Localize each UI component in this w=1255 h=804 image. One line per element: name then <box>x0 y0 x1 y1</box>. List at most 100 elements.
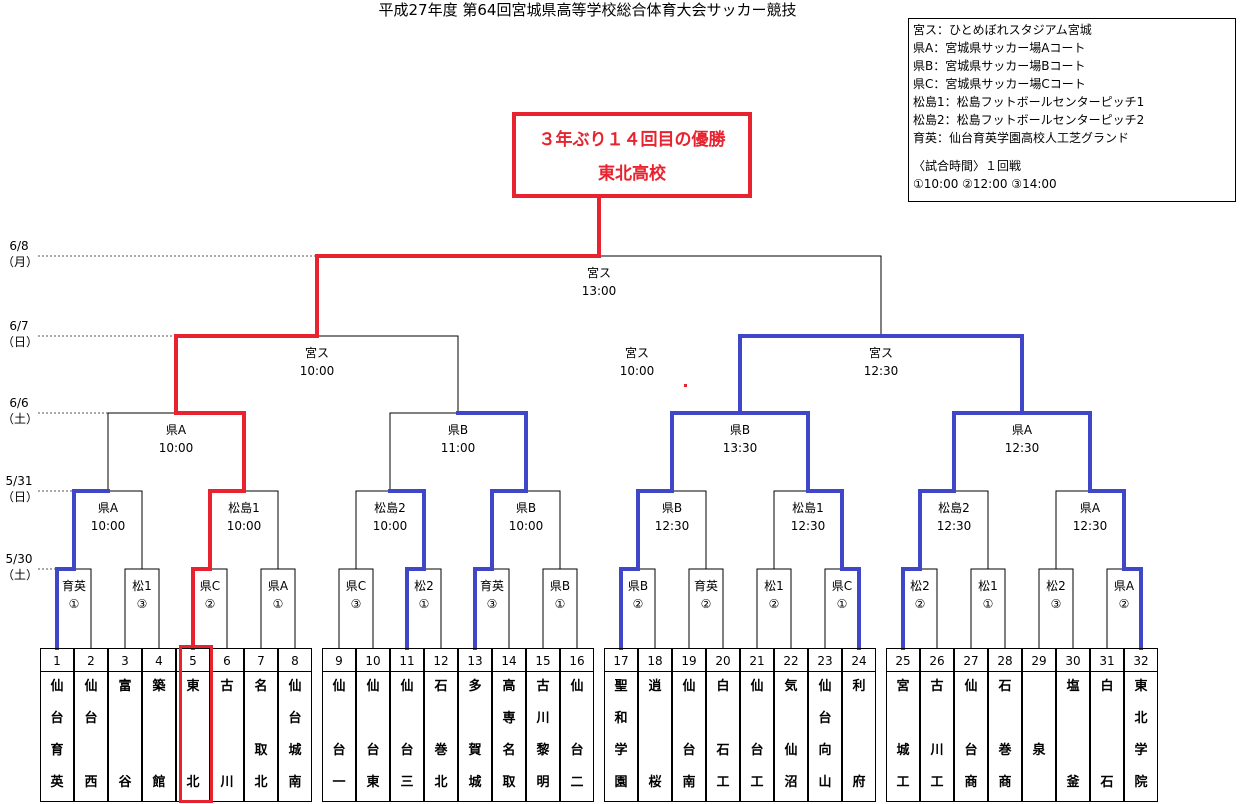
team-name: 仙台一 <box>322 672 356 802</box>
team-name: 宮城工 <box>886 672 920 802</box>
team-name-char: 台 <box>288 711 302 726</box>
venue-name: 松島2 <box>938 501 970 515</box>
date-label: 6/6（土） <box>2 395 39 427</box>
team-name-char: 工 <box>716 775 730 790</box>
team-name-char <box>843 742 875 760</box>
legend-item: 松島2：松島フットボールセンターピッチ2 <box>913 113 1145 127</box>
team-name-char <box>843 710 875 728</box>
team-name: 白石工 <box>706 672 740 802</box>
team-number: 28 <box>988 648 1022 672</box>
date-text: 6/7 <box>9 319 29 333</box>
team-name-char: 和 <box>614 711 628 726</box>
team-number: 17 <box>604 648 638 672</box>
match-time: ② <box>204 597 216 611</box>
team-name-char: 釜 <box>1066 775 1080 790</box>
match-time: ① <box>982 597 994 611</box>
team-name-char: 仙 <box>84 679 98 694</box>
team-name-char <box>391 710 423 728</box>
day-text: （土） <box>2 412 39 426</box>
match-time: 12:30 <box>1072 519 1108 533</box>
match-time: 10:00 <box>619 364 655 378</box>
team-name-char <box>1091 710 1123 728</box>
team-name: 仙台東 <box>356 672 390 802</box>
team-name-char: 仙 <box>288 679 302 694</box>
team-name-char <box>1057 710 1089 728</box>
team-name: 名取北 <box>244 672 278 802</box>
match-time: ② <box>768 597 780 611</box>
team-name-char: 取 <box>254 743 268 758</box>
team-name-char: 名 <box>502 743 516 758</box>
team-name: 石巻北 <box>424 672 458 802</box>
team-number: 2 <box>74 648 108 672</box>
match-time: 12:30 <box>936 519 972 533</box>
venue-name: 宮ス <box>868 346 893 360</box>
team-name-char: 城 <box>288 743 302 758</box>
venue-name: 県A <box>97 501 119 515</box>
team-name-char: 北 <box>1134 711 1148 726</box>
team-name-char: 築 <box>152 679 166 694</box>
team-name-char: 名 <box>254 679 268 694</box>
team-name: 仙台城南 <box>278 672 312 802</box>
venue-name: 松2 <box>910 579 930 593</box>
venue-name: 県B <box>447 423 469 437</box>
match-time: ③ <box>1050 597 1062 611</box>
match-time: ③ <box>350 597 362 611</box>
team-name-char: 桜 <box>648 775 662 790</box>
team-number: 32 <box>1124 648 1158 672</box>
team-name-char: 東 <box>366 775 380 790</box>
team-name: 富谷 <box>108 672 142 802</box>
r4-venue-label: 宮ス 10:00 <box>618 344 656 380</box>
team-name-char <box>143 742 175 760</box>
match-time: ③ <box>136 597 148 611</box>
team-name-char: 工 <box>930 775 944 790</box>
team-name: 仙台育英 <box>40 672 74 802</box>
legend-item: 県B：宮城県サッカー場Bコート <box>913 59 1086 73</box>
team-name-char: 川 <box>220 775 234 790</box>
team-name-char: 工 <box>750 775 764 790</box>
team-name-char <box>459 710 491 728</box>
team-name-char: 北 <box>434 775 448 790</box>
match-time: ① <box>554 597 566 611</box>
venue-name: 松島2 <box>374 501 406 515</box>
team-name-char: 台 <box>750 743 764 758</box>
team-name-char: 南 <box>682 775 696 790</box>
team-name-char: 泉 <box>1032 743 1046 758</box>
team-number: 12 <box>424 648 458 672</box>
team-name-char <box>1057 742 1089 760</box>
team-name-char: 気 <box>784 679 798 694</box>
champion-team: 東北高校 <box>598 164 666 184</box>
team-name-char: 巻 <box>434 743 448 758</box>
venue-name: 県C <box>199 579 221 593</box>
team-name-char: 谷 <box>118 775 132 790</box>
team-name-char: 台 <box>570 743 584 758</box>
team-name-char: 一 <box>332 775 346 790</box>
team-name-char <box>1023 678 1055 696</box>
team-name-char: 仙 <box>400 679 414 694</box>
venue-name: 宮ス <box>624 346 649 360</box>
team-name-char: 英 <box>50 775 64 790</box>
legend-item: 県A：宮城県サッカー場Aコート <box>913 41 1086 55</box>
team-number: 21 <box>740 648 774 672</box>
team-name-char: 富 <box>118 679 132 694</box>
page-title: 平成27年度 第64回宮城県高等学校総合体育大会サッカー競技 <box>378 1 797 19</box>
match-time: ① <box>836 597 848 611</box>
venue-name: 宮ス <box>586 266 611 280</box>
team-name: 聖和学園 <box>604 672 638 802</box>
team-name-char: 高 <box>502 679 516 694</box>
team-number: 26 <box>920 648 954 672</box>
team-name-char: 南 <box>288 775 302 790</box>
match-time: 10:00 <box>372 519 408 533</box>
team-name-char <box>887 710 919 728</box>
team-number: 6 <box>210 648 244 672</box>
team-number: 29 <box>1022 648 1056 672</box>
